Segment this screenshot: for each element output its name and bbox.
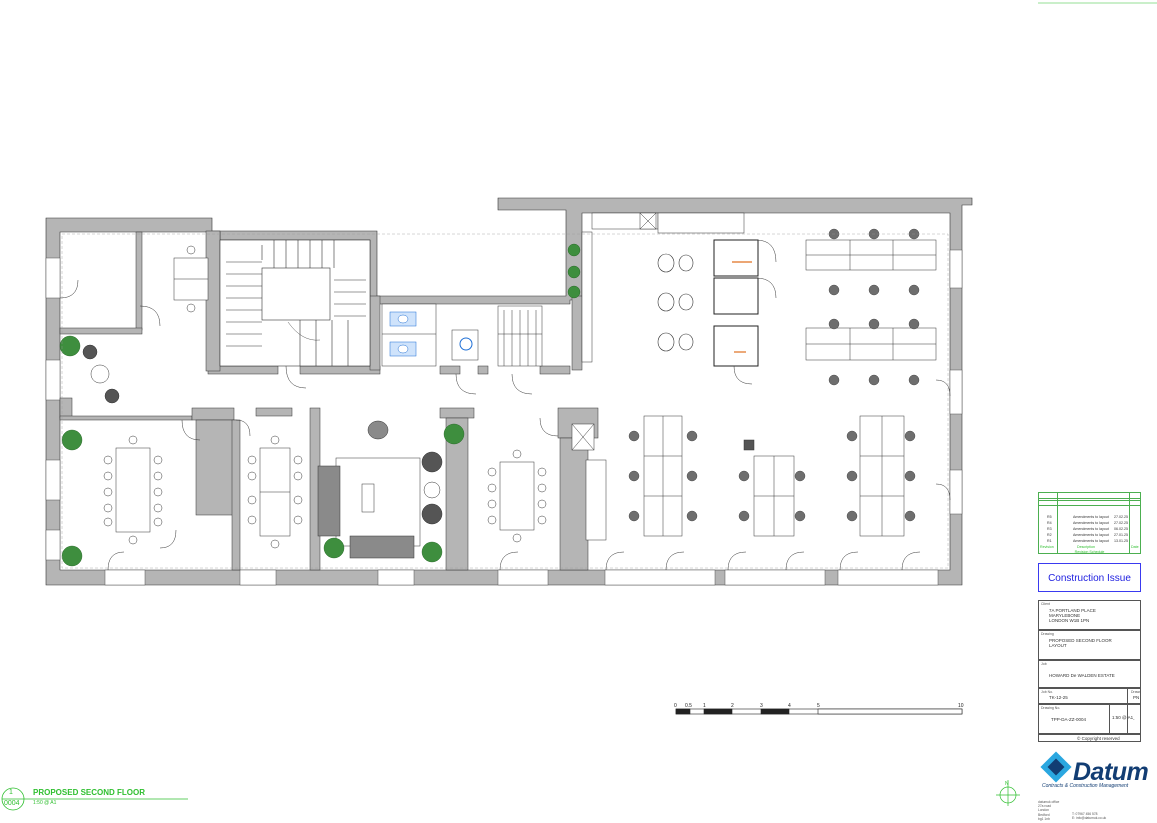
view-title-graphics	[1, 787, 188, 811]
rack-unit	[571, 423, 607, 541]
scale-bar	[675, 708, 963, 715]
meeting-chairs	[103, 245, 547, 549]
brand-footer-contact: T: 07967 456 578 E: info@datumuk.co.uk	[1072, 812, 1107, 821]
secondary-stair	[497, 305, 543, 367]
lounge-furniture	[317, 420, 443, 559]
scale-tick-4: 4	[788, 703, 791, 709]
revision-schedule-title: Revision Schedule	[1074, 550, 1105, 554]
desk-cluster-lower	[643, 415, 905, 537]
desk-cluster-upper	[805, 239, 937, 361]
window-reveals	[45, 249, 963, 586]
scale-tick-5: 5	[817, 703, 820, 709]
scale-tick-0: 0	[674, 703, 677, 709]
view-scale: 1:50 @ A1	[33, 800, 57, 806]
north-arrow-icon: N	[996, 780, 1020, 806]
svg-text:N: N	[1005, 781, 1009, 787]
brand-name: Datum	[1073, 758, 1149, 786]
internal-walls	[59, 230, 599, 571]
scale-tick-3: 3	[760, 703, 763, 709]
breakout-stools	[657, 253, 694, 352]
scale-tick-2: 2	[731, 703, 734, 709]
brand-tagline: Contracts & Construction Management	[1042, 783, 1129, 789]
title-block-copyright: © Copyright reserved	[1038, 734, 1141, 742]
title-block-drawing-no: Drawing No. TPP-DA-ZZ-0004 1:50 @ A1 -	[1038, 704, 1141, 735]
title-block-drawing: Drawing PROPOSED SECOND FLOOR LAYOUT	[1038, 630, 1141, 660]
view-title: PROPOSED SECOND FLOOR	[33, 788, 146, 797]
datum-logo-icon	[1040, 751, 1072, 783]
meeting-pods	[713, 239, 759, 367]
wc-block	[381, 303, 479, 367]
meeting-tables	[115, 257, 535, 537]
title-block-project: Job HOWARD De WALDEN ESTATE	[1038, 660, 1141, 688]
breakout-round-table	[82, 344, 120, 404]
scale-tick-1: 1	[703, 703, 706, 709]
view-number: 1	[9, 789, 13, 796]
door-swings	[59, 239, 951, 571]
title-block-client: Client 7A PORTLAND PLACE MARYLEBONE LOND…	[1038, 600, 1141, 630]
sheet-ref: 0004	[4, 800, 20, 807]
brand-footer-address: datumuk office 27a road London Bedford b…	[1038, 800, 1060, 821]
plants	[59, 243, 581, 567]
scale-tick-10: 10	[958, 703, 964, 709]
scale-tick-0.5: 0.5	[685, 703, 692, 709]
title-block-job: Job No. TK-12-25 Drawn PN	[1038, 688, 1141, 705]
kitchen-counter	[581, 212, 745, 363]
setting-out-line	[61, 233, 949, 569]
main-stair-core	[219, 239, 371, 367]
status-badge: Construction Issue	[1038, 563, 1141, 592]
